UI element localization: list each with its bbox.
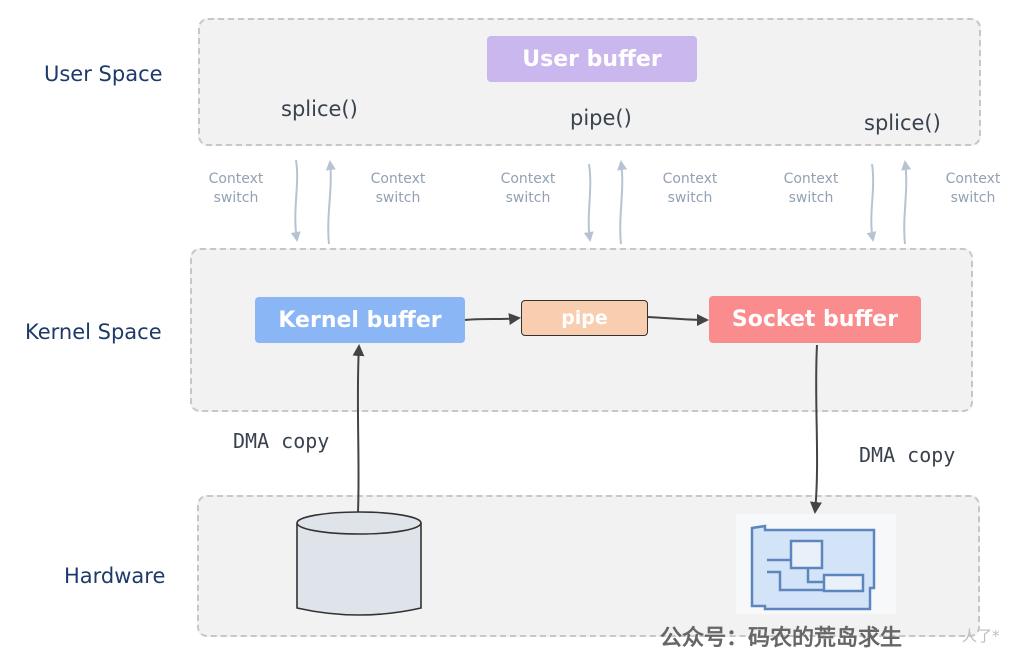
hardware-label: Hardware	[64, 564, 166, 588]
context-switch-arrows	[290, 159, 912, 245]
pipe-box: pipe	[521, 300, 648, 336]
kernel-flow-arrows	[464, 313, 709, 326]
dma-copy-label-right: DMA copy	[859, 443, 956, 467]
user-buffer-box: User buffer	[487, 36, 697, 82]
dma-arrows	[352, 344, 822, 514]
splice-call-right: splice()	[864, 111, 941, 135]
pipe-call: pipe()	[570, 106, 632, 130]
socket-buffer-box: Socket buffer	[709, 296, 921, 343]
kernel-buffer-box: Kernel buffer	[255, 297, 465, 343]
kernel-space-label: Kernel Space	[25, 320, 162, 344]
disk-icon	[296, 511, 422, 616]
user-space-label: User Space	[44, 62, 163, 86]
watermark-suffix: 人了*	[962, 627, 1000, 645]
dma-copy-label-left: DMA copy	[233, 429, 330, 453]
watermark-text: 公众号：码农的荒岛求生	[660, 626, 903, 651]
network-card-icon	[736, 514, 896, 614]
splice-call-left: splice()	[281, 97, 358, 121]
